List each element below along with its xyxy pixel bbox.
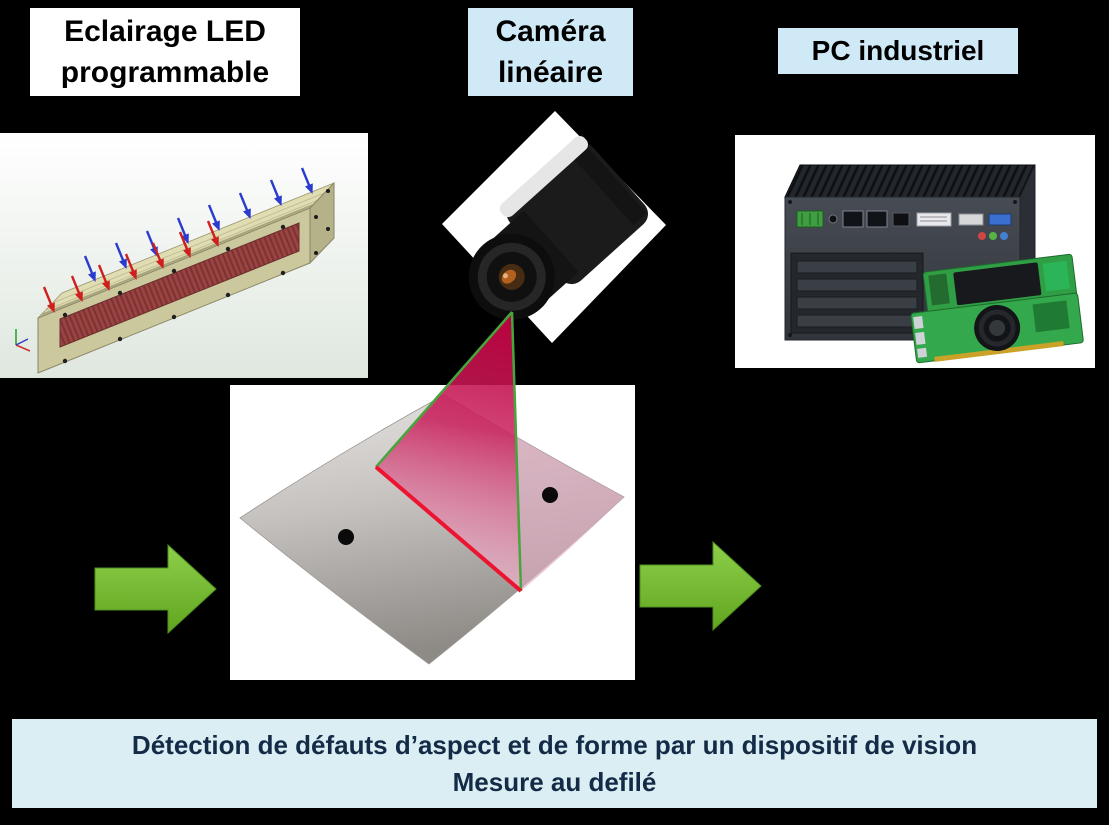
label-led-line1: Eclairage LED [64, 15, 266, 48]
led-bar-drawing [0, 133, 368, 378]
flow-arrow-left [94, 543, 217, 635]
label-line-camera: Caméra linéaire [468, 8, 633, 96]
registration-dot [338, 529, 354, 545]
sheet-illustration [230, 385, 635, 680]
label-camera-line1: Caméra [495, 15, 606, 48]
camera-drawing [442, 111, 666, 343]
label-led-line2: programmable [60, 56, 270, 89]
pc-drawing [735, 135, 1095, 368]
cad-axes-icon [15, 329, 31, 352]
flow-arrow-right [639, 540, 762, 632]
caption-banner: Détection de défauts d’aspect et de form… [12, 719, 1097, 808]
label-industrial-pc: PC industriel [778, 28, 1018, 74]
label-pc-text: PC industriel [811, 35, 985, 66]
caption-line1: Détection de défauts d’aspect et de form… [131, 729, 978, 760]
label-camera-line2: linéaire [497, 56, 604, 89]
registration-dot [542, 487, 558, 503]
caption-line2: Mesure au defilé [452, 766, 657, 797]
label-led-lighting: Eclairage LED programmable [30, 8, 300, 96]
led-bar-illustration [0, 133, 368, 378]
sheet-drawing [239, 394, 625, 665]
camera-illustration [440, 105, 670, 350]
pc-illustration [735, 135, 1095, 368]
gpu-card-front [910, 292, 1084, 364]
